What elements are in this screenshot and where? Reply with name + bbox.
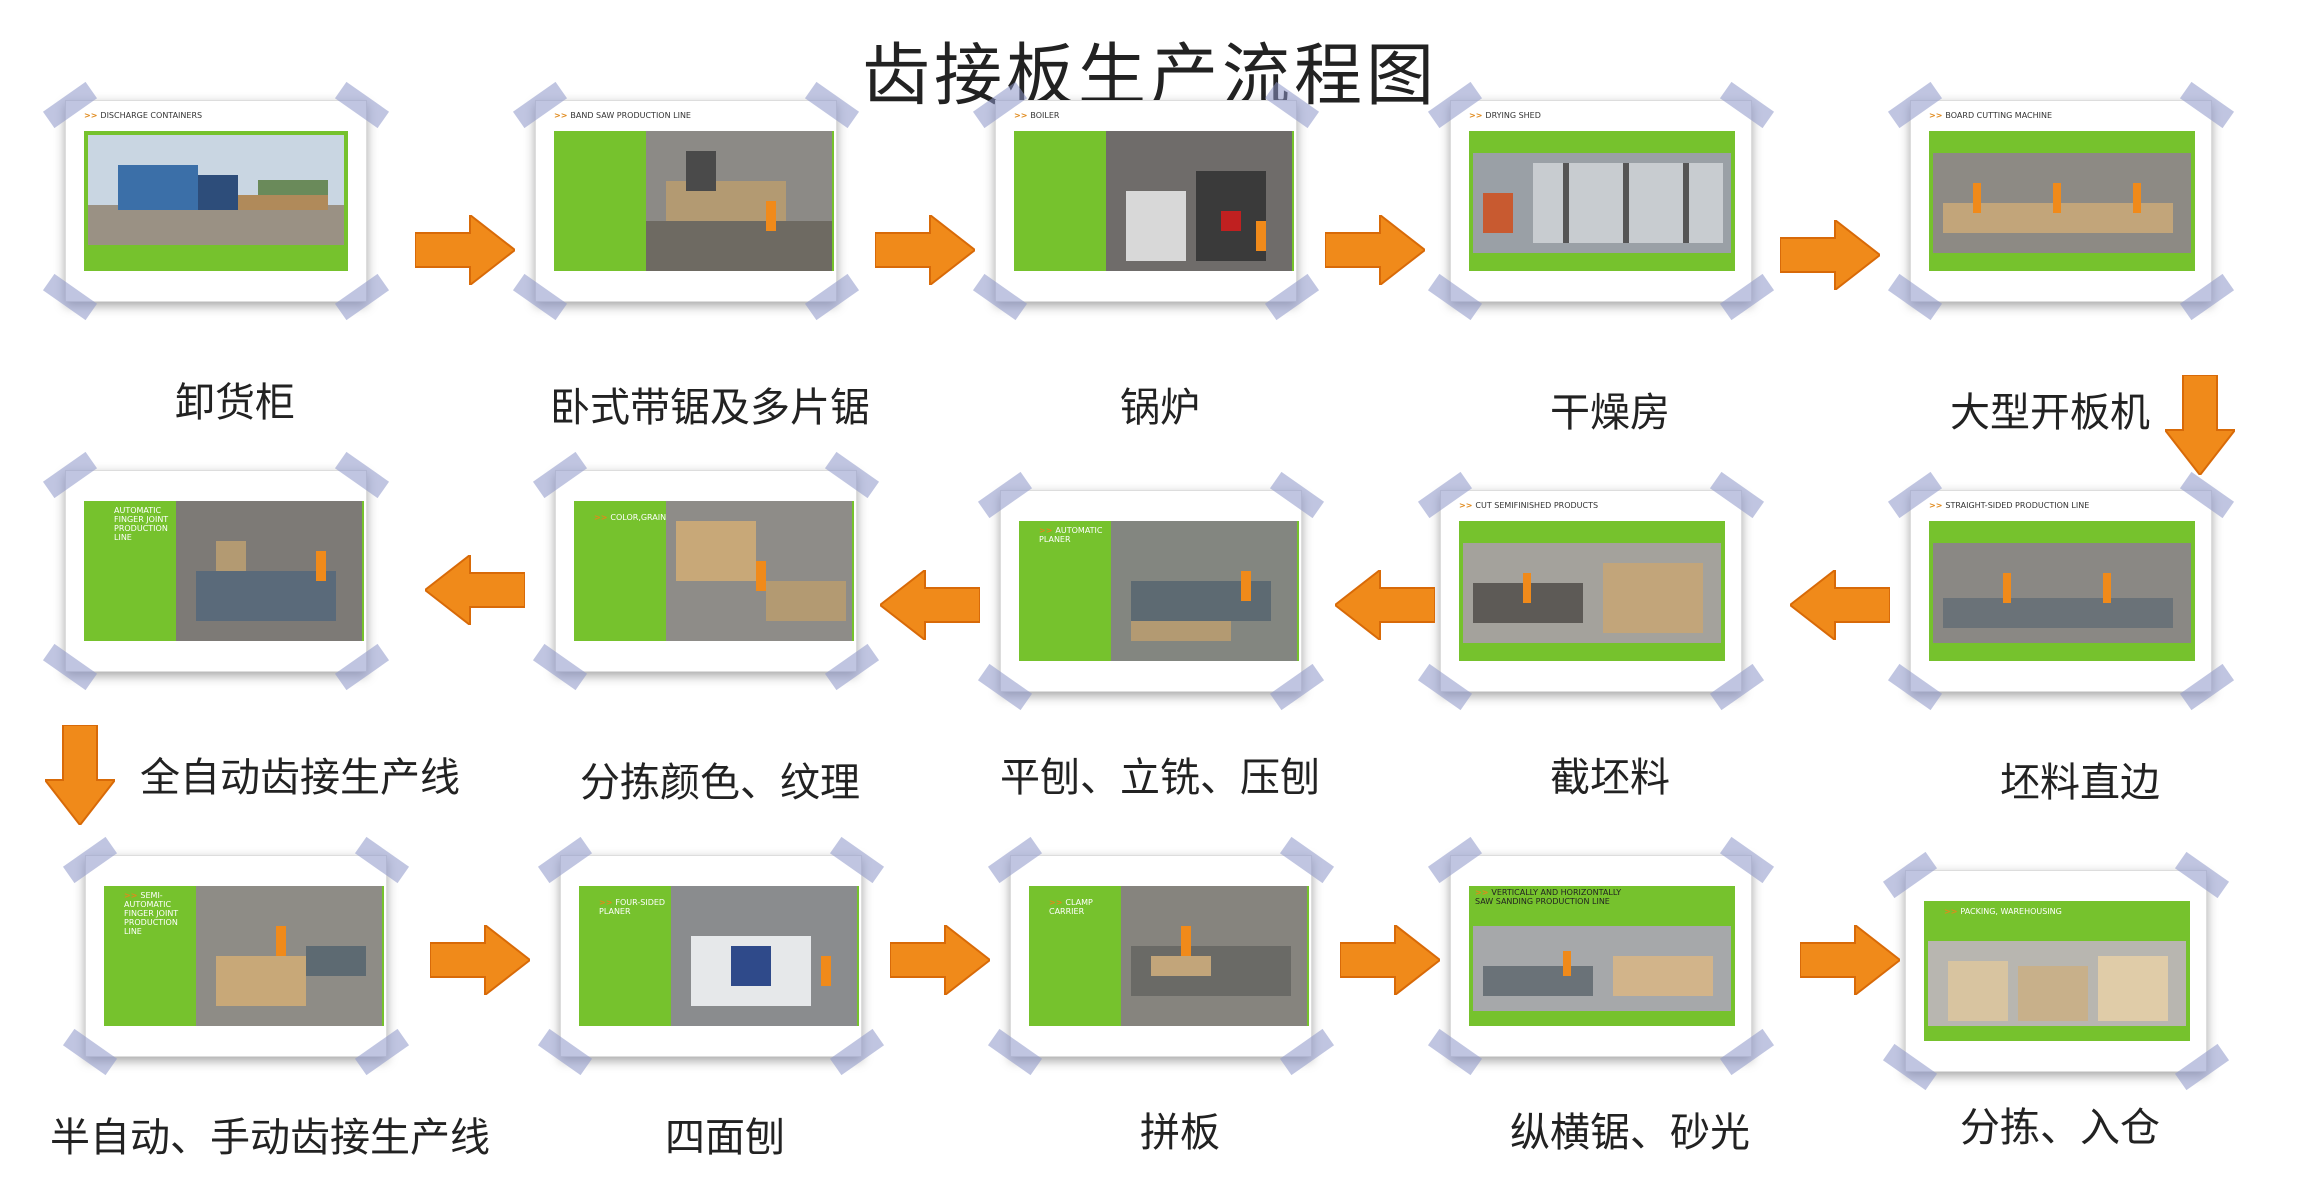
step-header: PACKING, WAREHOUSING [1960, 907, 2062, 916]
step-header: SEMI-AUTOMATIC FINGER JOINT PRODUCTION L… [124, 891, 179, 936]
arrow-down-icon [2165, 375, 2235, 475]
step-caption: 全自动齿接生产线 [140, 755, 460, 801]
step-header: BOILER [1030, 111, 1060, 120]
step-header: BAND SAW PRODUCTION LINE [570, 111, 691, 120]
step-header: COLOR,GRAIN [610, 513, 667, 522]
step-photo [1473, 153, 1731, 253]
step-caption: 干燥房 [1550, 390, 1670, 436]
step-card-four-sided-planer: >>FOUR-SIDED PLANER [537, 836, 885, 1076]
step-photo [1121, 886, 1307, 1026]
step-caption: 半自动、手动齿接生产线 [50, 1115, 490, 1161]
step-caption: 锅炉 [1120, 385, 1200, 431]
step-caption: 卧式带锯及多片锯 [550, 385, 870, 431]
step-card-semi-auto-finger-joint: >>SEMI-AUTOMATIC FINGER JOINT PRODUCTION… [62, 836, 410, 1076]
step-card-band-saw: >>BAND SAW PRODUCTION LINE [512, 81, 860, 321]
arrow-left-icon [1790, 570, 1890, 640]
arrow-right-icon [875, 215, 975, 285]
step-caption: 分拣颜色、纹理 [580, 760, 860, 806]
step-caption: 纵横锯、砂光 [1510, 1110, 1750, 1156]
step-header: DRYING SHED [1485, 111, 1541, 120]
arrow-right-icon [890, 925, 990, 995]
step-caption: 平刨、立铣、压刨 [1000, 755, 1320, 801]
step-card-discharge: >>DISCHARGE CONTAINERS [42, 81, 390, 321]
arrow-right-icon [1780, 220, 1880, 290]
step-caption: 卸货柜 [175, 380, 295, 426]
step-photo [1933, 153, 2191, 253]
step-photo [646, 131, 832, 271]
step-caption: 拼板 [1140, 1110, 1220, 1156]
step-card-saw-sanding: >>VERTICALLY AND HORIZONTALLY SAW SANDIN… [1427, 836, 1775, 1076]
arrow-left-icon [425, 555, 525, 625]
step-header: VERTICALLY AND HORIZONTALLY SAW SANDING … [1475, 888, 1622, 906]
step-photo [671, 886, 857, 1026]
step-card-color-grain: >>COLOR,GRAIN [532, 451, 880, 691]
arrow-right-icon [1340, 925, 1440, 995]
arrow-right-icon [1800, 925, 1900, 995]
step-header: CUT SEMIFINISHED PRODUCTS [1475, 501, 1599, 510]
step-caption: 坯料直边 [2000, 760, 2160, 806]
step-photo [1933, 543, 2191, 643]
step-card-board-cutting: >>BOARD CUTTING MACHINE [1887, 81, 2235, 321]
arrow-left-icon [880, 570, 980, 640]
step-photo [88, 135, 344, 245]
step-photo [1111, 521, 1297, 661]
step-header: AUTOMATIC FINGER JOINT PRODUCTION LINE [114, 506, 169, 542]
step-header: FOUR-SIDED PLANER [599, 898, 666, 916]
step-header: STRAIGHT-SIDED PRODUCTION LINE [1945, 501, 2090, 510]
step-card-cut-semifinished: >>CUT SEMIFINISHED PRODUCTS [1417, 471, 1765, 711]
step-card-planer: >>AUTOMATIC PLANER [977, 471, 1325, 711]
step-card-packing: >>PACKING, WAREHOUSING [1882, 851, 2230, 1091]
step-caption: 分拣、入仓 [1960, 1105, 2160, 1151]
arrow-left-icon [1335, 570, 1435, 640]
arrow-right-icon [415, 215, 515, 285]
step-caption: 四面刨 [665, 1115, 785, 1161]
step-caption: 截坯料 [1550, 755, 1670, 801]
step-photo [196, 886, 382, 1026]
arrow-right-icon [430, 925, 530, 995]
step-photo [176, 501, 362, 641]
step-header: BOARD CUTTING MACHINE [1945, 111, 2053, 120]
step-card-auto-finger-joint: AUTOMATIC FINGER JOINT PRODUCTION LINE [42, 451, 390, 691]
step-photo [666, 501, 852, 641]
step-caption: 大型开板机 [1950, 390, 2150, 436]
arrow-down-icon [45, 725, 115, 825]
step-card-drying-shed: >>DRYING SHED [1427, 81, 1775, 321]
step-card-boiler: >>BOILER [972, 81, 1320, 321]
step-header: DISCHARGE CONTAINERS [100, 111, 203, 120]
arrow-right-icon [1325, 215, 1425, 285]
step-photo [1473, 926, 1731, 1011]
step-header: CLAMP CARRIER [1049, 898, 1093, 916]
step-card-clamp-carrier: >>CLAMP CARRIER [987, 836, 1335, 1076]
step-photo [1463, 543, 1721, 643]
step-header: AUTOMATIC PLANER [1039, 526, 1103, 544]
step-photo [1928, 941, 2186, 1026]
step-photo [1106, 131, 1292, 271]
step-card-straight-sided: >>STRAIGHT-SIDED PRODUCTION LINE [1887, 471, 2235, 711]
